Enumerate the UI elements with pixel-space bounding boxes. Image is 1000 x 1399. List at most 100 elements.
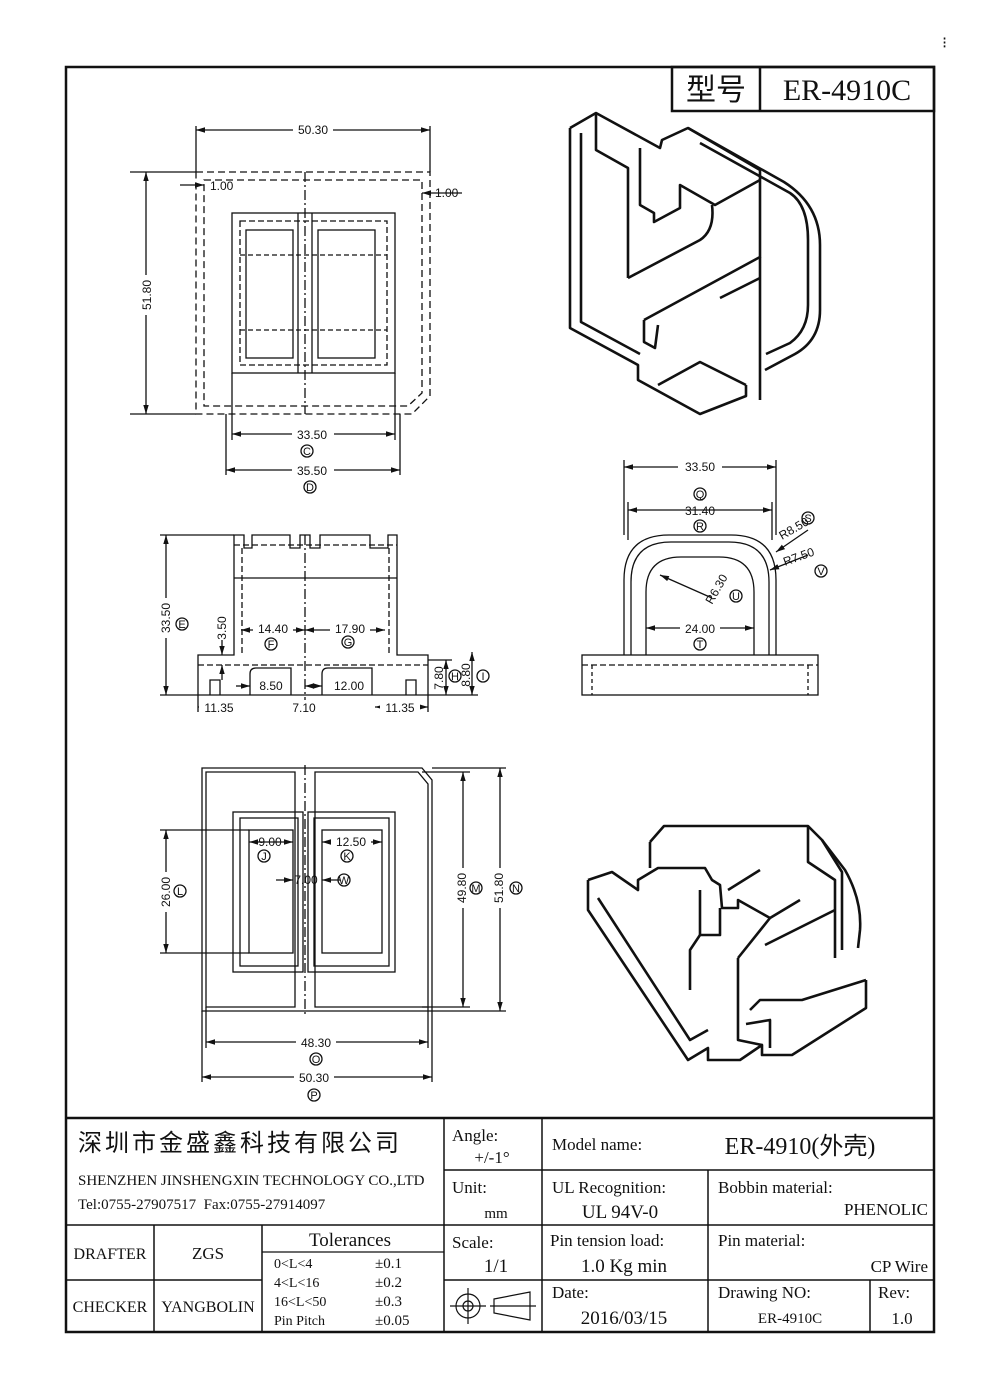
isometric-view-top bbox=[568, 111, 822, 416]
tag-w: W bbox=[339, 875, 350, 887]
tol-value: ±0.05 bbox=[375, 1313, 409, 1329]
dim-slot-right: 12.00 bbox=[334, 679, 364, 693]
dim-flange: 3.50 bbox=[215, 616, 229, 640]
tolerance-table: 0<L<4 ±0.1 4<L<16 ±0.2 16<L<50 ±0.3 Pin … bbox=[274, 1256, 409, 1329]
model-box: 型号 ER-4910C bbox=[670, 65, 936, 113]
tag-s: S bbox=[804, 513, 811, 525]
tol-value: ±0.3 bbox=[375, 1294, 402, 1310]
tag-j: J bbox=[261, 851, 267, 863]
unit-label: Unit: bbox=[452, 1178, 487, 1197]
tag-r: R bbox=[696, 521, 704, 533]
dim-n: 51.80 bbox=[492, 873, 506, 903]
model-name-label: Model name: bbox=[552, 1135, 642, 1154]
dim-k: 12.50 bbox=[336, 835, 366, 849]
dim-edge-right: 11.35 bbox=[385, 701, 414, 715]
rev-value: 1.0 bbox=[891, 1309, 912, 1328]
tol-range: 4<L<16 bbox=[274, 1276, 319, 1291]
ul-recognition-value: UL 94V-0 bbox=[582, 1202, 658, 1223]
dim-end-bottom: 24.00 bbox=[685, 622, 715, 636]
tag-i: I bbox=[481, 671, 484, 683]
drawing-no-value: ER-4910C bbox=[758, 1311, 822, 1327]
dim-edge-left: 11.35 bbox=[204, 701, 233, 715]
dim-l: 26.00 bbox=[159, 877, 173, 907]
company-name-en: SHENZHEN JINSHENGXIN TECHNOLOGY CO.,LTD bbox=[78, 1173, 425, 1189]
model-box-label: 型号 bbox=[686, 74, 746, 107]
tag-c: C bbox=[303, 446, 311, 458]
dim-m: 49.80 bbox=[455, 873, 469, 903]
tol-range: 16<L<50 bbox=[274, 1295, 326, 1310]
dim-o: 48.30 bbox=[301, 1036, 331, 1050]
angle-label: Angle: bbox=[452, 1126, 498, 1145]
pin-material-label: Pin material: bbox=[718, 1231, 805, 1250]
tolerances-label: Tolerances bbox=[309, 1230, 391, 1251]
tol-range: Pin Pitch bbox=[274, 1314, 325, 1329]
dim-overall-width: 50.30 bbox=[298, 123, 328, 137]
model-box-value: ER-4910C bbox=[783, 74, 911, 107]
bobbin-material-label: Bobbin material: bbox=[718, 1178, 833, 1197]
drafter-value: ZGS bbox=[192, 1244, 224, 1263]
bottom-view bbox=[160, 765, 523, 1102]
bobbin-material-value: PHENOLIC bbox=[844, 1200, 928, 1219]
drafter-label: DRAFTER bbox=[74, 1246, 147, 1263]
rev-label: Rev: bbox=[878, 1283, 910, 1302]
tag-d: D bbox=[306, 482, 314, 494]
tag-t: T bbox=[697, 639, 704, 651]
checker-value: YANGBOLIN bbox=[161, 1299, 255, 1316]
dim-right-wall: 1.00 bbox=[435, 186, 459, 200]
tol-value: ±0.2 bbox=[375, 1275, 402, 1291]
pin-tension-label: Pin tension load: bbox=[550, 1231, 664, 1250]
company-contact: Tel:0755-27907517 Fax:0755-27914097 bbox=[78, 1197, 326, 1213]
side-view bbox=[160, 534, 490, 712]
tag-m: M bbox=[471, 883, 480, 895]
dim-center-gap: 7.10 bbox=[292, 701, 316, 715]
dim-end-inner: 31.40 bbox=[685, 504, 715, 518]
pin-tension-value: 1.0 Kg min bbox=[581, 1256, 668, 1277]
dim-d: 35.50 bbox=[297, 464, 327, 478]
tol-value: ±0.1 bbox=[375, 1256, 402, 1272]
tag-n: N bbox=[512, 883, 520, 895]
scale-label: Scale: bbox=[452, 1233, 494, 1252]
dim-r-inner: R6.30 bbox=[702, 571, 730, 606]
dim-left-wall: 1.00 bbox=[210, 179, 234, 193]
tag-o: O bbox=[312, 1054, 321, 1066]
dim-h: 7.80 bbox=[432, 666, 446, 690]
end-view bbox=[581, 460, 828, 696]
date-value: 2016/03/15 bbox=[581, 1308, 668, 1329]
dim-c: 33.50 bbox=[297, 428, 327, 442]
date-label: Date: bbox=[552, 1283, 589, 1302]
dim-overall-height: 51.80 bbox=[140, 280, 154, 310]
sheet-border bbox=[64, 65, 936, 1334]
corner-mark: ⁝ bbox=[942, 35, 947, 52]
dim-f: 14.40 bbox=[258, 622, 288, 636]
drawing-no-label: Drawing NO: bbox=[718, 1283, 811, 1302]
unit-value: mm bbox=[484, 1206, 508, 1222]
checker-label: CHECKER bbox=[73, 1299, 148, 1316]
model-name-value: ER-4910(外壳) bbox=[725, 1133, 876, 1160]
tag-p: P bbox=[310, 1090, 317, 1102]
tag-l: L bbox=[177, 886, 183, 898]
tag-g: G bbox=[344, 637, 353, 649]
company-name-cn: 深圳市金盛鑫科技有限公司 bbox=[78, 1130, 402, 1157]
tag-h: H bbox=[451, 671, 459, 683]
scale-value: 1/1 bbox=[484, 1256, 508, 1277]
tag-f: F bbox=[268, 639, 275, 651]
dim-slot-left: 8.50 bbox=[259, 679, 283, 693]
dim-e: 33.50 bbox=[159, 603, 173, 633]
dim-end-width: 33.50 bbox=[685, 460, 715, 474]
dim-i: 8.80 bbox=[459, 663, 473, 687]
isometric-view-bottom bbox=[586, 824, 868, 1062]
dim-r-mid: R7.50 bbox=[781, 545, 816, 569]
ul-recognition-label: UL Recognition: bbox=[552, 1178, 666, 1197]
dim-p: 50.30 bbox=[299, 1071, 329, 1085]
tag-v: V bbox=[817, 566, 825, 578]
angle-value: +/-1° bbox=[474, 1148, 509, 1167]
tag-k: K bbox=[343, 851, 351, 863]
dim-j: 9.00 bbox=[258, 835, 282, 849]
title-block bbox=[66, 1116, 934, 1332]
pin-material-value: CP Wire bbox=[871, 1257, 928, 1276]
dim-w: 7.00 bbox=[294, 873, 318, 887]
tag-u: U bbox=[732, 591, 740, 603]
tag-q: Q bbox=[696, 489, 705, 501]
tag-e: E bbox=[178, 619, 185, 631]
